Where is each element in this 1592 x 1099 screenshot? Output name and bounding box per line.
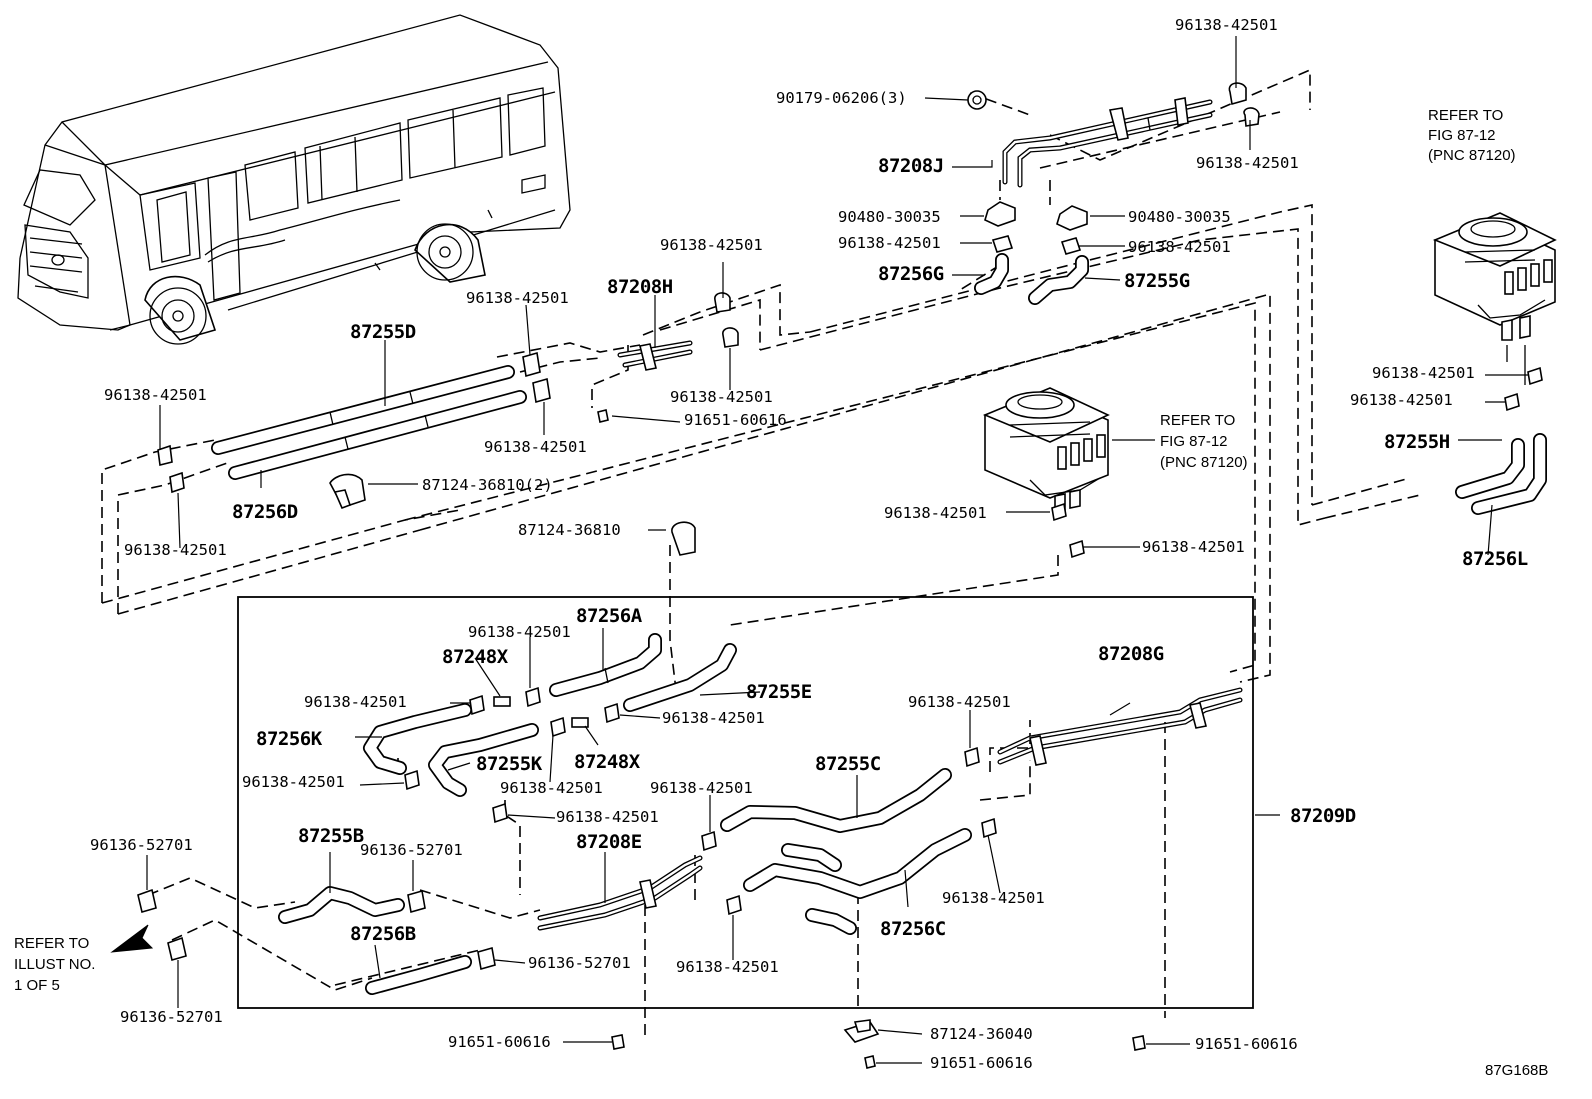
label-87255h: 87255H <box>1384 431 1450 453</box>
label-refer-mid-3: (PNC 87120) <box>1160 454 1248 471</box>
part-labels: 96138-42501 90179-06206(3) REFER TO FIG … <box>14 16 1548 1079</box>
label-refer-mid-2: FIG 87-12 <box>1160 433 1228 450</box>
label-87256b: 87256B <box>350 923 416 945</box>
label-96138-e: 96138-42501 <box>662 709 765 727</box>
label-90179: 90179-06206(3) <box>776 89 907 107</box>
label-87124-36810-2: 87124-36810(2) <box>422 476 553 494</box>
label-87255c: 87255C <box>815 753 881 775</box>
rear-heater-unit <box>1432 212 1557 385</box>
pipe-87208h <box>597 292 739 423</box>
label-87248x-2: 87248X <box>574 751 641 773</box>
label-96138-a: 96138-42501 <box>468 623 571 641</box>
kit-contents <box>278 633 1243 995</box>
left-clamps <box>137 888 187 961</box>
label-refer-left-2: ILLUST NO. <box>14 956 95 973</box>
label-96138-rl1: 96138-42501 <box>1372 364 1475 382</box>
label-91651-h: 91651-60616 <box>684 411 787 429</box>
label-96136-l1: 96136-52701 <box>90 836 193 854</box>
label-87256d: 87256D <box>232 501 298 523</box>
label-96136-b1: 96136-52701 <box>360 841 463 859</box>
label-refer-left-1: REFER TO <box>14 935 89 952</box>
label-96138-g: 96138-42501 <box>908 693 1011 711</box>
label-87248x-1: 87248X <box>442 646 509 668</box>
label-91651-b2: 91651-60616 <box>930 1054 1033 1072</box>
label-96138-rl2: 96138-42501 <box>1350 391 1453 409</box>
refer-arrow-icon <box>110 924 154 953</box>
label-87255d: 87255D <box>350 321 416 343</box>
label-87255b: 87255B <box>298 825 364 847</box>
label-91651-b1: 91651-60616 <box>448 1033 551 1051</box>
label-87208j: 87208J <box>878 155 944 177</box>
label-refer-right-1: REFER TO <box>1428 107 1503 124</box>
label-90480-right: 90480-30035 <box>1128 208 1231 226</box>
label-96138-left2: 96138-42501 <box>124 541 227 559</box>
label-96138-k3: 96138-42501 <box>500 779 603 797</box>
hoses-87256g-87255g <box>974 201 1089 305</box>
label-96138-top: 96138-42501 <box>1175 16 1278 34</box>
label-87256l: 87256L <box>1462 548 1528 570</box>
label-96138-k4: 96138-42501 <box>556 808 659 826</box>
label-96138-m1: 96138-42501 <box>884 504 987 522</box>
pipe-87208j <box>967 82 1260 188</box>
label-87256g: 87256G <box>878 263 944 285</box>
label-87256c: 87256C <box>880 918 946 940</box>
label-87208h: 87208H <box>607 276 673 298</box>
label-diagram-code: 87G168B <box>1485 1062 1548 1079</box>
label-refer-left-3: 1 OF 5 <box>14 977 60 994</box>
label-87124-36810: 87124-36810 <box>518 521 621 539</box>
label-96138-c2: 96138-42501 <box>942 889 1045 907</box>
label-96138-h2: 96138-42501 <box>670 388 773 406</box>
label-90480-left: 90480-30035 <box>838 208 941 226</box>
kit-87209d-frame <box>237 596 1254 1009</box>
label-refer-mid-1: REFER TO <box>1160 412 1235 429</box>
label-87209d: 87209D <box>1290 805 1356 827</box>
middle-heater-unit <box>982 387 1110 513</box>
label-87255g: 87255G <box>1124 270 1190 292</box>
label-96138-j-right: 96138-42501 <box>1128 238 1231 256</box>
label-96138-j-left: 96138-42501 <box>838 234 941 252</box>
label-96136-b2: 96136-52701 <box>528 954 631 972</box>
label-87124-36040: 87124-36040 <box>930 1025 1033 1043</box>
label-87256k: 87256K <box>256 728 323 750</box>
label-87208g: 87208G <box>1098 643 1164 665</box>
label-87255k: 87255K <box>476 753 543 775</box>
label-96138-d2: 96138-42501 <box>484 438 587 456</box>
label-96138-h1: 96138-42501 <box>660 236 763 254</box>
label-96138-c3: 96138-42501 <box>676 958 779 976</box>
label-96138-m2: 96138-42501 <box>1142 538 1245 556</box>
label-87256a: 87256A <box>576 605 643 627</box>
label-96138-top2: 96138-42501 <box>1196 154 1299 172</box>
label-96138-k1: 96138-42501 <box>304 693 407 711</box>
label-96138-d1: 96138-42501 <box>466 289 569 307</box>
label-96136-l2: 96136-52701 <box>120 1008 223 1026</box>
hoses-87255h-87256l <box>1455 366 1547 515</box>
label-87208e: 87208E <box>576 831 642 853</box>
label-refer-right-3: (PNC 87120) <box>1428 147 1516 164</box>
bottom-hardware <box>611 1019 1146 1069</box>
label-91651-b3: 91651-60616 <box>1195 1035 1298 1053</box>
label-96138-c1: 96138-42501 <box>650 779 753 797</box>
middle-clamps <box>671 502 1085 559</box>
label-96138-k2: 96138-42501 <box>242 773 345 791</box>
tubes-87255d-87256d <box>157 351 551 510</box>
leader-lines <box>146 36 1528 1064</box>
label-96138-left: 96138-42501 <box>104 386 207 404</box>
bus-illustration <box>17 14 571 345</box>
label-refer-right-2: FIG 87-12 <box>1428 127 1496 144</box>
label-87255e: 87255E <box>746 681 812 703</box>
